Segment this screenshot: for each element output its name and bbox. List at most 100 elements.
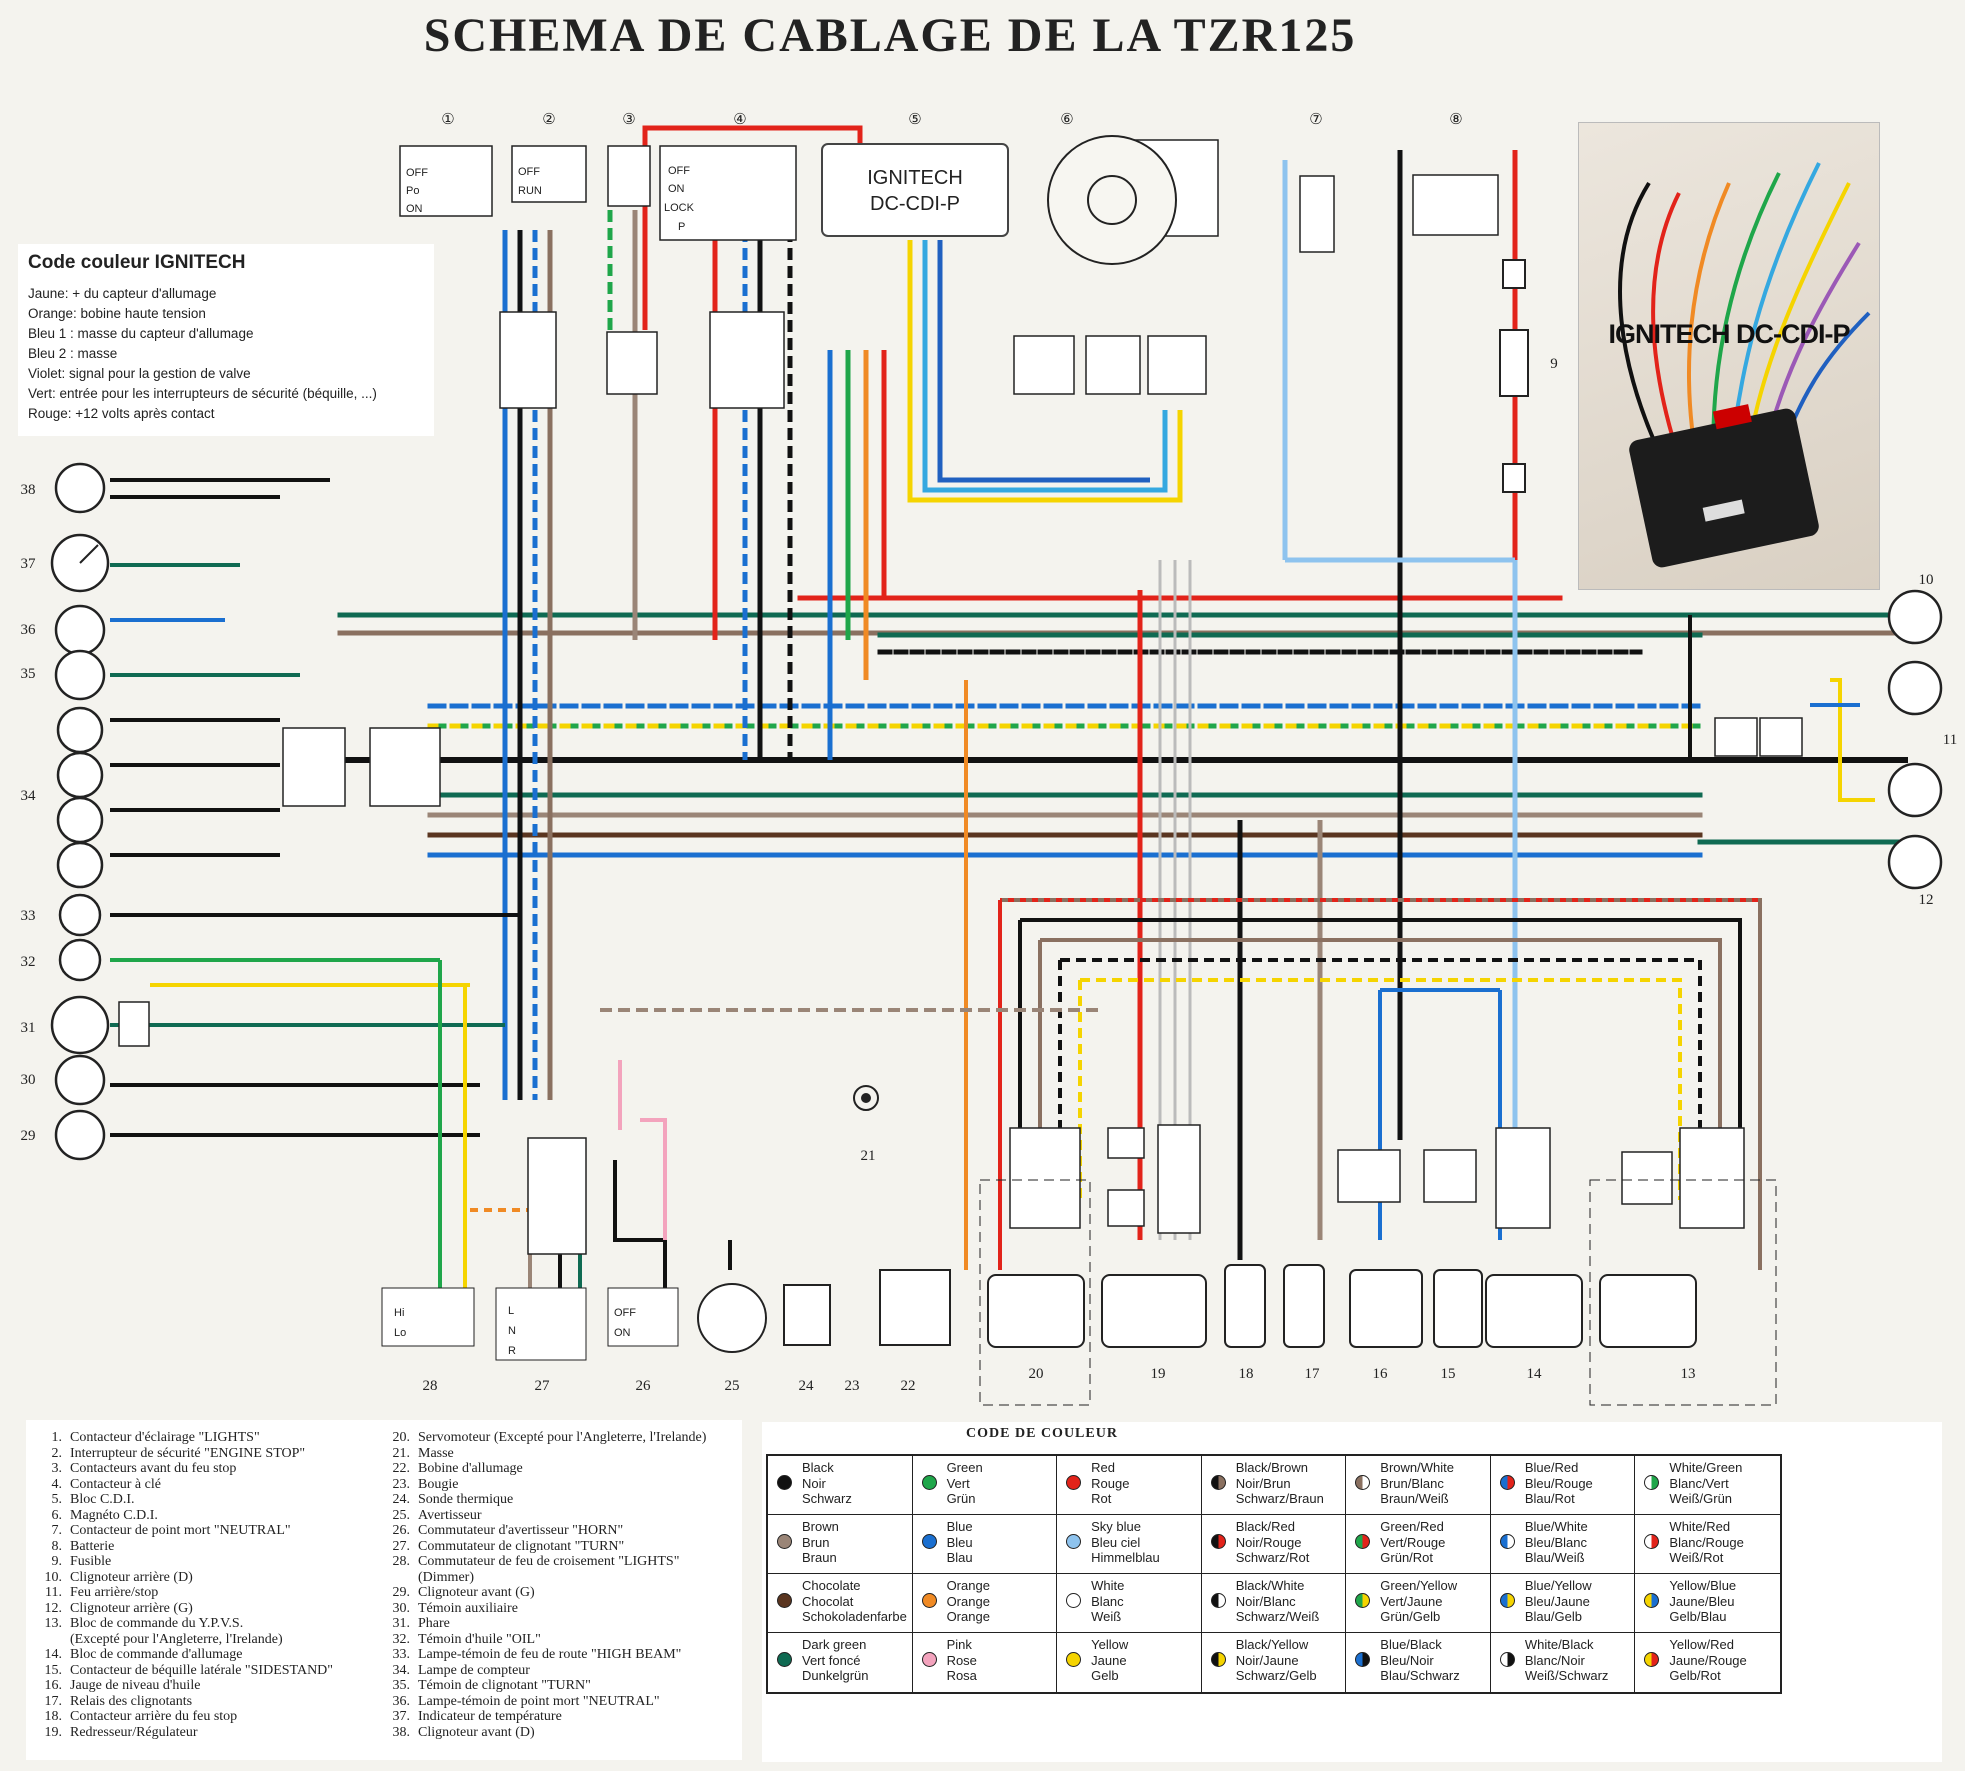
color-name: Bleu [946, 1534, 973, 1550]
legend-item-label: Redresseur/Régulateur [70, 1724, 198, 1740]
num-left-32: 32 [21, 954, 36, 970]
legend-item-label: Lampe de compteur [418, 1662, 530, 1678]
legend-item: 10.Clignoteur arrière (D) [34, 1570, 394, 1586]
legend-item-label: Commutateur de feu de croisement "LIGHTS… [418, 1554, 680, 1569]
num-right-10: 10 [1919, 572, 1934, 588]
color-name: Schwarz/Gelb [1235, 1668, 1317, 1683]
color-name: Blanc/Vert [1669, 1475, 1729, 1491]
magneto [1047, 135, 1177, 265]
ignitech-color-code-box: Code couleur IGNITECH Jaune: + du capteu… [18, 244, 434, 436]
legend-item: 3.Contacteurs avant du feu stop [34, 1461, 394, 1477]
legend-item-number: 11. [45, 1585, 62, 1600]
ignitech-module-photo: IGNITECH DC-CDI-P [1578, 122, 1880, 590]
color-name: Noir/Jaune [1235, 1652, 1299, 1668]
color-swatch-icon [1210, 1593, 1226, 1608]
color-name: Brun [802, 1534, 830, 1550]
sw26-label-on: ON [614, 1327, 631, 1339]
color-name: Yellow/Red [1669, 1637, 1734, 1652]
legend-item-number [382, 1570, 418, 1586]
ignitech-code-line: Bleu 1 : masse du capteur d'allumage [28, 326, 254, 341]
color-swatch-icon [1644, 1534, 1660, 1549]
num-bottom-25: 25 [725, 1378, 740, 1394]
legend-item-label: Clignoteur avant (G) [418, 1585, 535, 1600]
legend-item-number: 8. [51, 1538, 63, 1554]
legend-item-label: Magnéto C.D.I. [70, 1507, 158, 1523]
legend-item-number: 10. [44, 1569, 63, 1585]
num-bottom-16: 16 [1373, 1366, 1389, 1382]
color-name: Gelb [1091, 1668, 1119, 1683]
color-name: Orange [946, 1593, 990, 1609]
legend-item-number: 27. [392, 1538, 411, 1554]
component-legend-col1: 1.Contacteur d'éclairage "LIGHTS"2.Inter… [34, 1430, 394, 1740]
num-right-12: 12 [1919, 892, 1934, 908]
sw28-label-lo: Lo [394, 1327, 406, 1339]
legend-item-number: 24. [392, 1492, 411, 1507]
num-top-3: ③ [622, 112, 635, 128]
sw2-label-off: OFF [518, 166, 540, 178]
color-name: Sky blue [1091, 1519, 1142, 1534]
color-name: Black/Brown [1235, 1460, 1308, 1475]
connectors [118, 311, 1803, 1255]
sw27-label-l: L [508, 1305, 514, 1317]
legend-item: 28.Commutateur de feu de croisement "LIG… [382, 1554, 742, 1570]
color-name: Blue/White [1524, 1519, 1588, 1534]
temperature-gauge [50, 533, 110, 593]
color-name: Schwarz/Braun [1235, 1491, 1324, 1506]
legend-item-number: 12. [44, 1600, 63, 1616]
legend-item-number: 19. [44, 1724, 63, 1740]
color-name: Green/Red [1380, 1519, 1444, 1534]
color-name: Grün/Gelb [1380, 1609, 1441, 1624]
legend-item-number: 20. [392, 1430, 411, 1445]
color-code-title: CODE DE COULEUR [966, 1426, 1118, 1441]
color-swatch-icon [921, 1652, 937, 1667]
legend-item: 31.Phare [382, 1616, 742, 1632]
legend-item-number: 13. [44, 1616, 63, 1631]
num-top-1: ① [441, 112, 454, 128]
num-top-4: ④ [733, 112, 746, 128]
color-swatch-icon [1644, 1652, 1660, 1667]
color-name: Yellow/Blue [1669, 1578, 1737, 1593]
color-name: Bleu/Rouge [1524, 1475, 1593, 1491]
color-name: Jaune/Bleu [1669, 1593, 1735, 1609]
ground-symbol [853, 1085, 879, 1111]
legend-item: 14.Bloc de commande d'allumage [34, 1647, 394, 1663]
legend-item-number: 21. [392, 1445, 411, 1461]
num-right-11: 11 [1943, 732, 1957, 748]
legend-item: 8.Batterie [34, 1539, 394, 1555]
legend-item: 36.Lampe-témoin de point mort "NEUTRAL" [382, 1694, 742, 1710]
switch-labels: OFF Po ON OFF RUN OFF ON LOCK P Hi Lo L … [381, 165, 695, 1361]
ignitech-leads [642, 125, 1183, 503]
color-name: Himmelblau [1091, 1550, 1160, 1565]
num-left-31: 31 [21, 1020, 36, 1036]
ignitech-module-illustration [1618, 162, 1871, 568]
color-name: White [1091, 1578, 1125, 1593]
color-name: Grün [946, 1491, 976, 1506]
color-name: Blue [946, 1519, 973, 1534]
page-title: SCHEMA DE CABLAGE DE LA TZR125 [423, 9, 1357, 62]
num-bottom-17: 17 [1305, 1366, 1321, 1382]
legend-item-number: 32. [392, 1631, 411, 1647]
color-swatch-icon [1499, 1652, 1515, 1667]
sw2-label-run: RUN [518, 185, 542, 197]
color-name: Blanc [1091, 1593, 1124, 1609]
legend-item-label: Masse [418, 1445, 454, 1461]
legend-item: 20.Servomoteur (Excepté pour l'Angleterr… [382, 1430, 742, 1446]
color-name: White/Red [1669, 1519, 1731, 1534]
color-name: Bleu/Jaune [1524, 1593, 1590, 1609]
harness-main [327, 595, 1908, 858]
legend-item-label: Témoin auxiliaire [418, 1600, 518, 1616]
legend-item-label: Relais des clignotants [70, 1693, 193, 1709]
color-name: Rouge [1091, 1475, 1130, 1491]
legend-item: 15.Contacteur de béquille latérale "SIDE… [34, 1663, 394, 1679]
legend-item: 5.Bloc C.D.I. [34, 1492, 394, 1508]
